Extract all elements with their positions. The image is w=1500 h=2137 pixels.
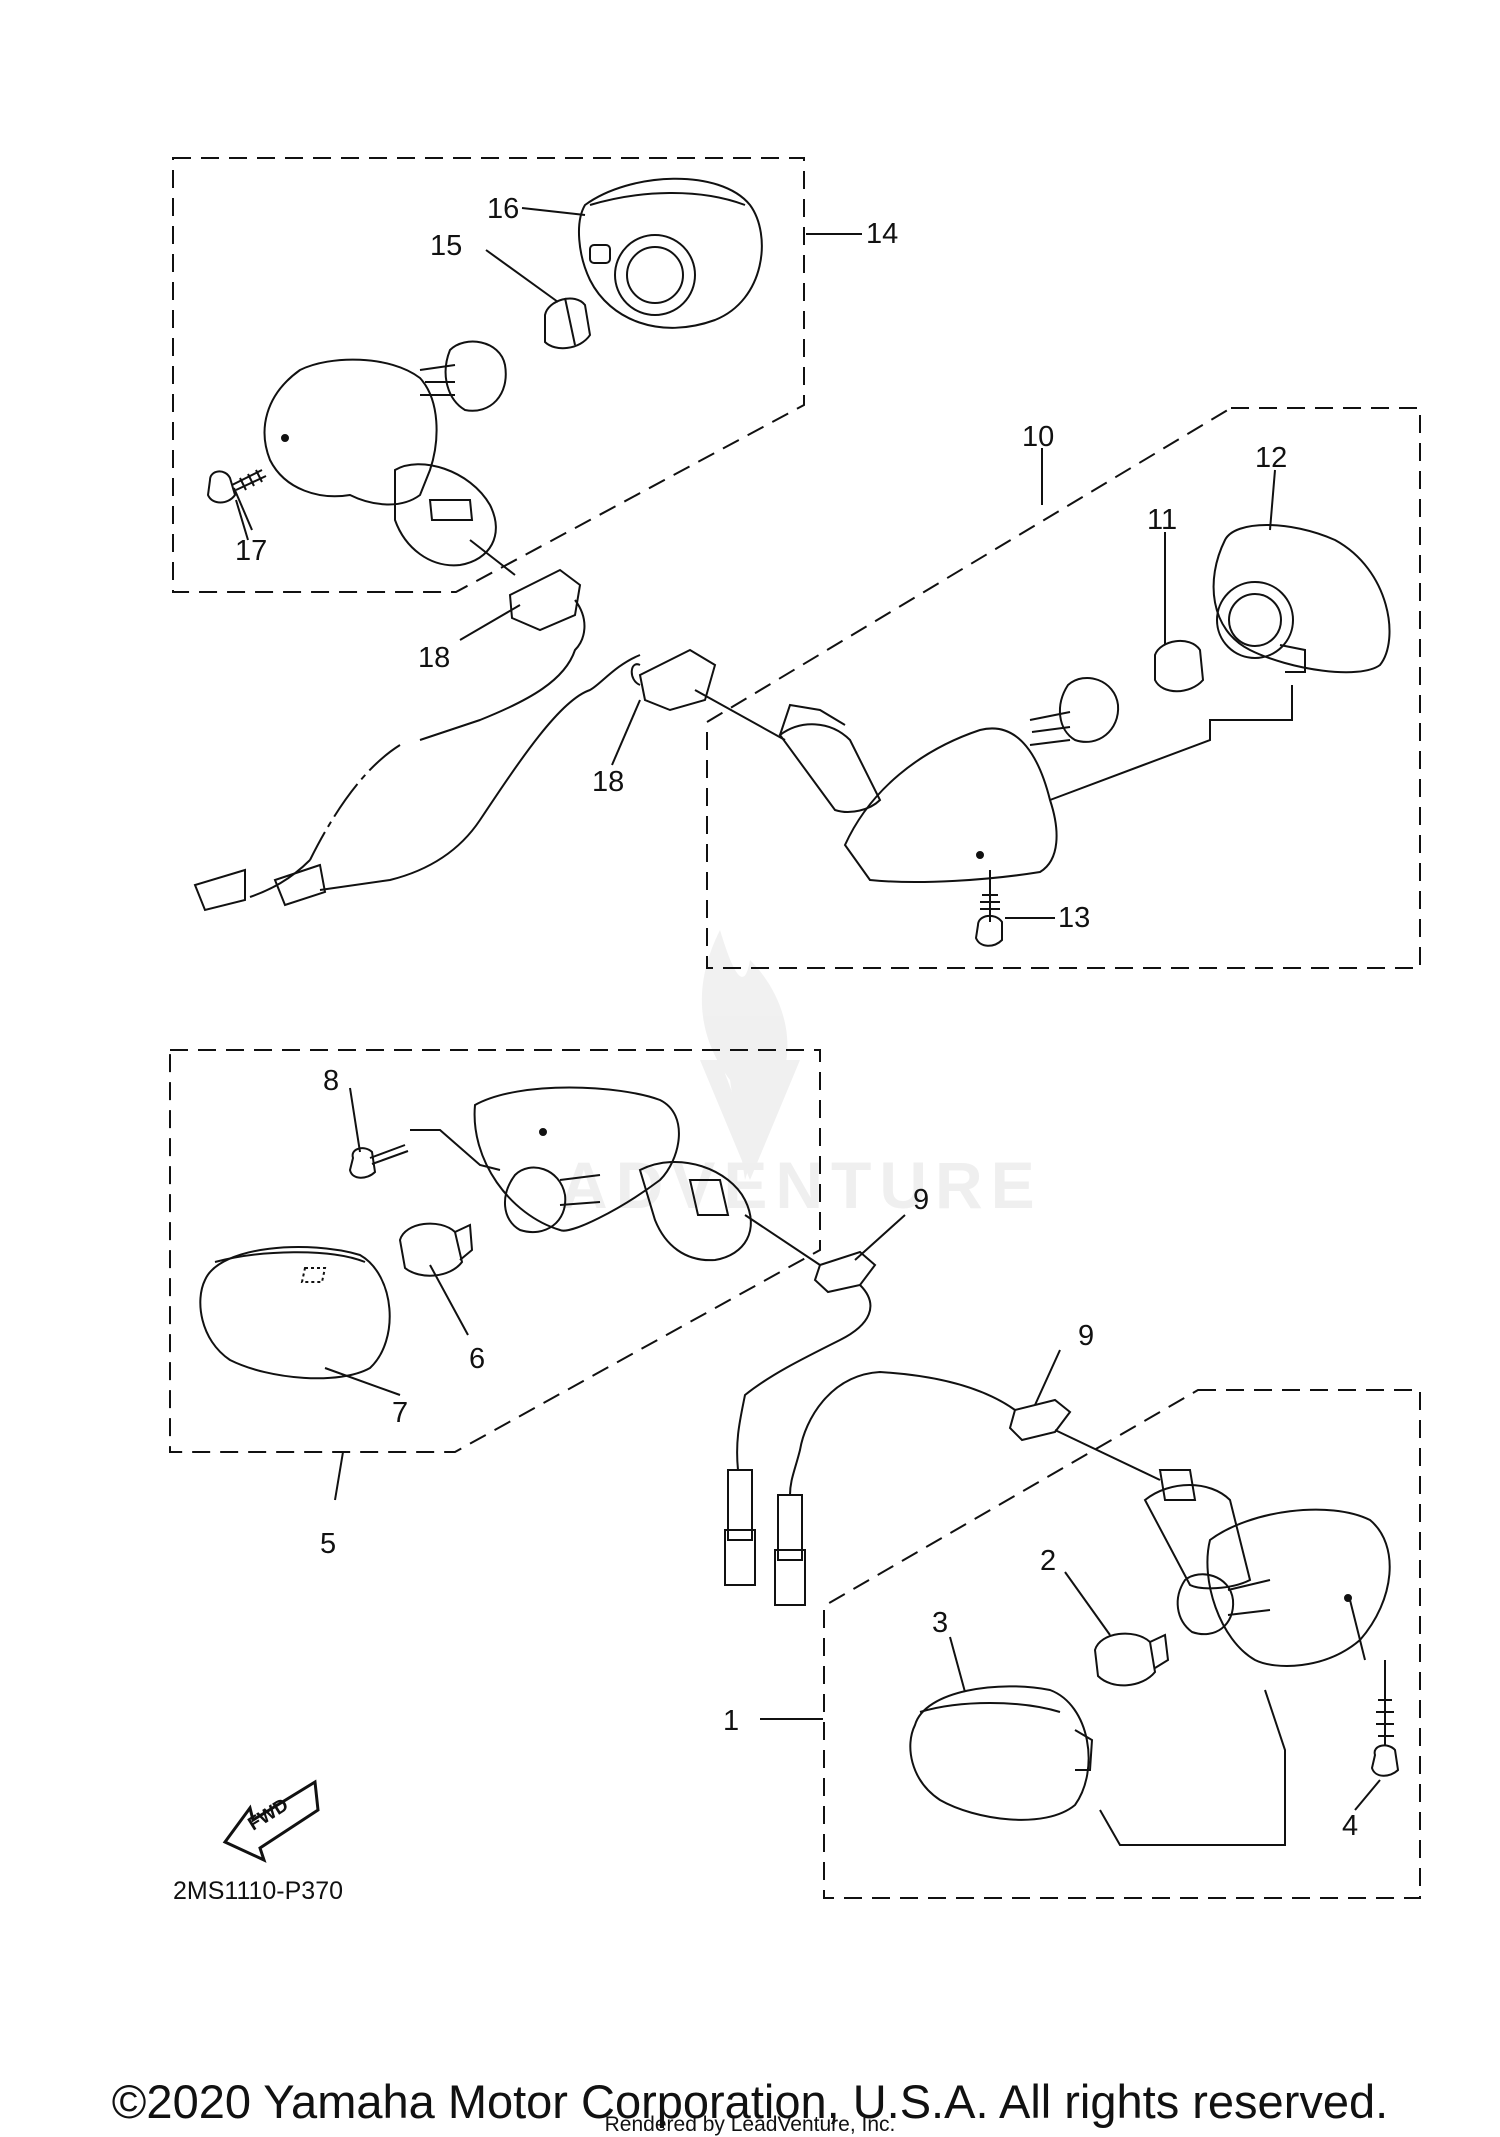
diagram-code: 2MS1110-P370 — [173, 1877, 343, 1905]
screw-8 — [348, 1147, 377, 1179]
flame-v-logo — [701, 930, 788, 1180]
callouts: 1 2 3 4 5 6 7 8 9 9 9 10 11 12 13 14 15 … — [235, 193, 1358, 1842]
assembly-5-boundary — [169, 1049, 821, 1453]
bulb-2 — [1093, 1632, 1157, 1687]
callout-6: 6 — [469, 1343, 485, 1375]
housing-1 — [1206, 1508, 1391, 1667]
bulb-6 — [398, 1222, 464, 1277]
rendered-by-credit: Rendered by LeadVenture, Inc. — [604, 2113, 896, 2136]
callout-11: 11 — [1147, 504, 1177, 536]
assembly-5 — [169, 1049, 906, 1586]
lens-12 — [1212, 524, 1391, 674]
callout-18-a: 18 — [418, 642, 450, 674]
connector-18-a — [508, 568, 582, 632]
callout-2: 2 — [1040, 1545, 1056, 1577]
copyright-notice: ©2020 Yamaha Motor Corporation, U.S.A. A… — [111, 2075, 1389, 2128]
callout-1: 1 — [723, 1705, 739, 1737]
watermark-text: ADVENTURE — [560, 1148, 1043, 1222]
callout-4: 4 — [1342, 1810, 1358, 1842]
callout-5: 5 — [320, 1528, 336, 1560]
lens-3 — [909, 1685, 1090, 1821]
lens-16 — [578, 177, 763, 329]
callout-17: 17 — [235, 535, 267, 567]
callout-18-b: 18 — [592, 766, 624, 798]
callout-12: 12 — [1255, 442, 1287, 474]
bulb-11 — [1154, 639, 1205, 693]
lens-7 — [199, 1246, 391, 1380]
connector-18-b — [638, 648, 717, 712]
callout-7: 7 — [392, 1397, 408, 1429]
assembly-14-boundary — [172, 157, 805, 593]
assembly-10 — [273, 407, 1421, 969]
housing-10 — [843, 727, 1058, 883]
connector-9-a — [813, 1250, 877, 1294]
callout-16: 16 — [487, 193, 519, 225]
assembly-14 — [172, 157, 862, 912]
housing-14 — [263, 358, 438, 506]
screw-4 — [1370, 1744, 1400, 1777]
callout-14: 14 — [866, 218, 898, 250]
callout-13: 13 — [1058, 902, 1090, 934]
screw-13 — [974, 914, 1003, 947]
bulb-15 — [544, 297, 592, 350]
assembly-1-boundary — [823, 1389, 1421, 1899]
watermark: ADVENTURE — [560, 930, 1043, 1222]
callout-15: 15 — [430, 230, 462, 262]
fwd-arrow-icon: FWD — [222, 1779, 320, 1863]
connector-9-b — [1008, 1398, 1072, 1442]
callout-3: 3 — [932, 1607, 948, 1639]
callout-9-b: 9 — [1078, 1320, 1094, 1352]
assembly-1 — [760, 1349, 1421, 1899]
callout-8: 8 — [323, 1065, 339, 1097]
screw-17 — [206, 470, 237, 504]
callout-10: 10 — [1022, 421, 1054, 453]
callout-9-a: 9 — [913, 1184, 929, 1216]
housing-5 — [473, 1086, 680, 1232]
assembly-10-boundary — [706, 407, 1421, 969]
